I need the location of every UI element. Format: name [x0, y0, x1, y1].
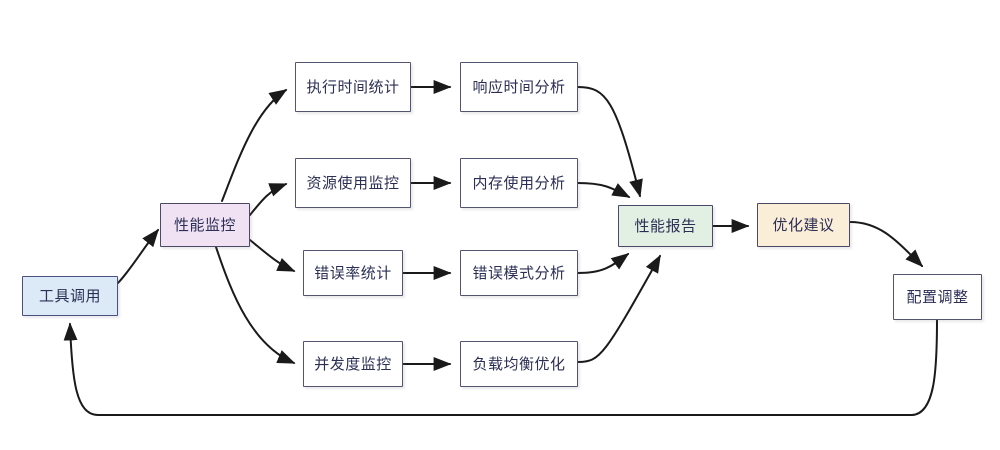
node-memory-usage-analysis[interactable]: 内存使用分析: [460, 158, 578, 208]
edge-response-time-analysis-to-performance-report: [577, 86, 643, 198]
node-execution-time-statistics[interactable]: 执行时间统计: [295, 62, 411, 112]
node-response-time-analysis[interactable]: 响应时间分析: [460, 62, 578, 112]
edge-load-balancing-optimization-to-performance-report: [577, 254, 661, 363]
node-label-response-time-analysis: 响应时间分析: [472, 78, 566, 96]
edge-performance-monitoring-to-execution-time-statistics: [221, 89, 288, 202]
node-label-execution-time-statistics: 执行时间统计: [306, 78, 400, 96]
node-tool-invocation[interactable]: 工具调用: [22, 276, 118, 316]
node-performance-report[interactable]: 性能报告: [618, 205, 713, 247]
node-configuration-adjustment[interactable]: 配置调整: [893, 274, 982, 320]
node-label-error-rate-statistics: 错误率统计: [314, 264, 392, 282]
edge-performance-monitoring-to-resource-usage-monitoring: [249, 183, 288, 216]
edge-tool-invocation-to-performance-monitoring: [117, 228, 159, 284]
node-error-pattern-analysis[interactable]: 错误模式分析: [460, 250, 578, 296]
edge-performance-monitoring-to-concurrency-monitoring: [215, 246, 296, 364]
node-concurrency-monitoring[interactable]: 并发度监控: [303, 341, 403, 387]
node-label-performance-monitoring: 性能监控: [173, 216, 236, 234]
edge-optimization-suggestion-to-configuration-adjustment: [849, 221, 924, 268]
node-optimization-suggestion[interactable]: 优化建议: [757, 203, 850, 247]
node-label-error-pattern-analysis: 错误模式分析: [472, 264, 566, 282]
node-label-resource-usage-monitoring: 资源使用监控: [306, 174, 400, 192]
edge-performance-monitoring-to-error-rate-statistics: [249, 239, 296, 272]
node-label-optimization-suggestion: 优化建议: [772, 216, 835, 234]
edge-error-pattern-analysis-to-performance-report: [577, 253, 630, 274]
node-resource-usage-monitoring[interactable]: 资源使用监控: [295, 158, 411, 208]
node-error-rate-statistics[interactable]: 错误率统计: [303, 250, 403, 296]
node-performance-monitoring[interactable]: 性能监控: [160, 203, 250, 247]
node-load-balancing-optimization[interactable]: 负载均衡优化: [460, 341, 578, 387]
node-label-memory-usage-analysis: 内存使用分析: [472, 174, 566, 192]
edge-memory-usage-analysis-to-performance-report: [577, 182, 631, 198]
node-label-tool-invocation: 工具调用: [38, 287, 101, 305]
node-label-load-balancing-optimization: 负载均衡优化: [472, 355, 566, 373]
node-label-performance-report: 性能报告: [634, 217, 697, 235]
node-label-configuration-adjustment: 配置调整: [906, 288, 969, 306]
node-label-concurrency-monitoring: 并发度监控: [314, 355, 392, 373]
